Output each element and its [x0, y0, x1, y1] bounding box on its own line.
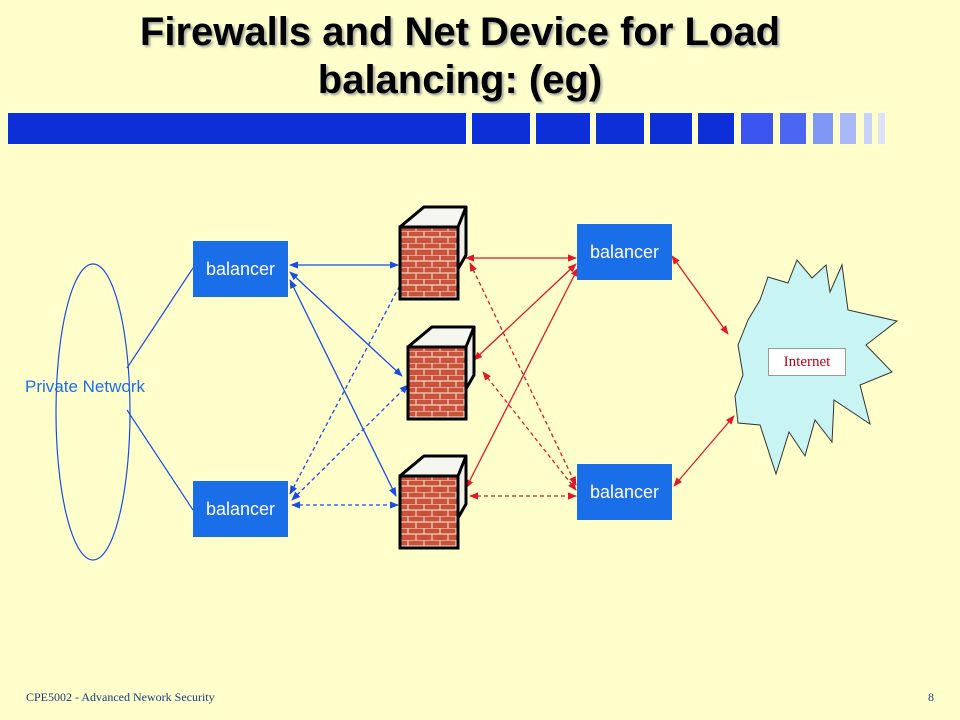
- bar-segment: [8, 113, 466, 144]
- brick-wall-icon: [406, 325, 476, 421]
- page-title: Firewalls and Net Device for Load balanc…: [0, 8, 920, 104]
- balancer-label: balancer: [589, 481, 660, 502]
- bar-segment: [878, 113, 885, 144]
- balancer-left-bottom: balancer: [193, 481, 288, 537]
- brick-wall-icon: [398, 454, 468, 550]
- link-lt-fw3: [289, 279, 397, 497]
- bar-segment: [536, 113, 590, 144]
- link-rb-fw2: [482, 371, 577, 491]
- balancer-label: balancer: [205, 258, 276, 279]
- bar-segment: [698, 113, 734, 144]
- bar-segment: [741, 113, 773, 144]
- link-rb-fw1: [469, 262, 577, 486]
- footer-course: CPE5002 - Advanced Nework Security: [26, 690, 215, 704]
- bar-segment: [813, 113, 833, 144]
- bar-segment: [472, 113, 530, 144]
- bar-segment: [780, 113, 806, 144]
- link-rt-internet: [671, 255, 729, 335]
- link-lb-fw1: [289, 269, 409, 495]
- brick-wall-icon: [398, 205, 468, 301]
- bar-segment: [840, 113, 856, 144]
- bar-segment: [864, 113, 872, 144]
- private-network-ellipse: [55, 263, 131, 561]
- link-rb-internet: [673, 415, 735, 487]
- balancer-right-bottom: balancer: [577, 464, 672, 520]
- bar-segment: [650, 113, 692, 144]
- private-link: [126, 267, 194, 369]
- balancer-left-top: balancer: [193, 241, 288, 297]
- balancer-label: balancer: [205, 498, 276, 519]
- link-lb-fw2: [291, 384, 409, 501]
- balancer-label: balancer: [589, 241, 660, 262]
- internet-label: Internet: [768, 348, 846, 376]
- footer-page-number: 8: [928, 690, 934, 704]
- private-network-label: Private Network: [25, 377, 145, 396]
- title-line-2: balancing: (eg): [317, 58, 603, 102]
- balancer-right-top: balancer: [577, 224, 672, 280]
- link-rt-fw2: [473, 263, 577, 361]
- bar-segment: [596, 113, 644, 144]
- link-lt-fw2: [289, 271, 403, 377]
- private-link: [126, 409, 194, 511]
- title-line-1: Firewalls and Net Device for Load: [139, 10, 781, 54]
